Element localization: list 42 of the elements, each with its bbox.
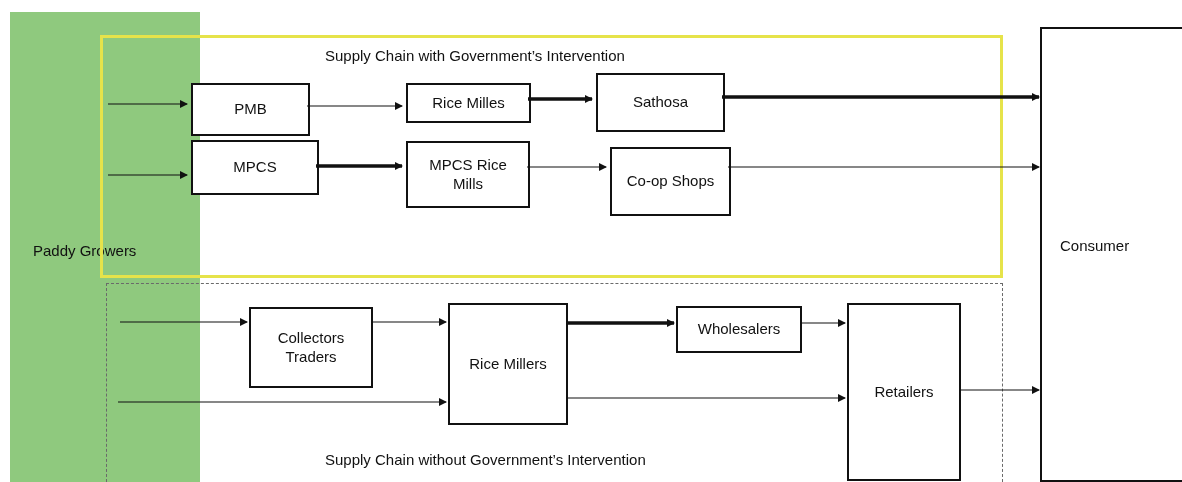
arrow (117, 398, 447, 406)
arrow (800, 319, 846, 327)
arrow (316, 162, 403, 170)
process-box (191, 140, 319, 195)
node-label: Retailers (873, 382, 935, 402)
node-label: Collectors Traders (276, 328, 346, 367)
process-box (676, 306, 802, 353)
process-box (847, 303, 961, 481)
node-label: Paddy Growers (33, 242, 137, 259)
node-label: Co-op Shops (625, 172, 716, 191)
process-box (610, 147, 731, 216)
node-label: Rice Milles (431, 93, 506, 113)
group-title: Supply Chain without Government’s Intervention (325, 451, 646, 468)
node-label: Consumer (1060, 237, 1130, 254)
node-label: MPCS (232, 158, 278, 177)
destination-box (1040, 27, 1182, 482)
process-box (596, 73, 725, 132)
source-band (10, 12, 200, 482)
process-box (406, 141, 530, 208)
group-frame (106, 283, 1003, 482)
arrow (528, 95, 593, 103)
node-label: MPCS Rice Mills (428, 155, 508, 194)
process-box (249, 307, 373, 388)
arrow (107, 100, 188, 108)
arrow (727, 163, 1040, 171)
arrow (566, 394, 846, 402)
node-label: Wholesalers (696, 320, 782, 339)
node-label: Sathosa (631, 93, 689, 112)
process-box (448, 303, 568, 425)
arrow (722, 93, 1040, 101)
arrow (306, 102, 403, 110)
arrow (567, 319, 675, 327)
arrow (107, 171, 188, 179)
arrow (959, 386, 1040, 394)
arrow (119, 318, 248, 326)
process-box (406, 83, 531, 123)
node-label: Rice Millers (468, 354, 548, 374)
process-box (191, 83, 310, 136)
arrow (371, 318, 447, 326)
node-label: PMB (233, 100, 268, 119)
group-title: Supply Chain with Government’s Intervention (325, 47, 625, 64)
arrow (526, 163, 607, 171)
